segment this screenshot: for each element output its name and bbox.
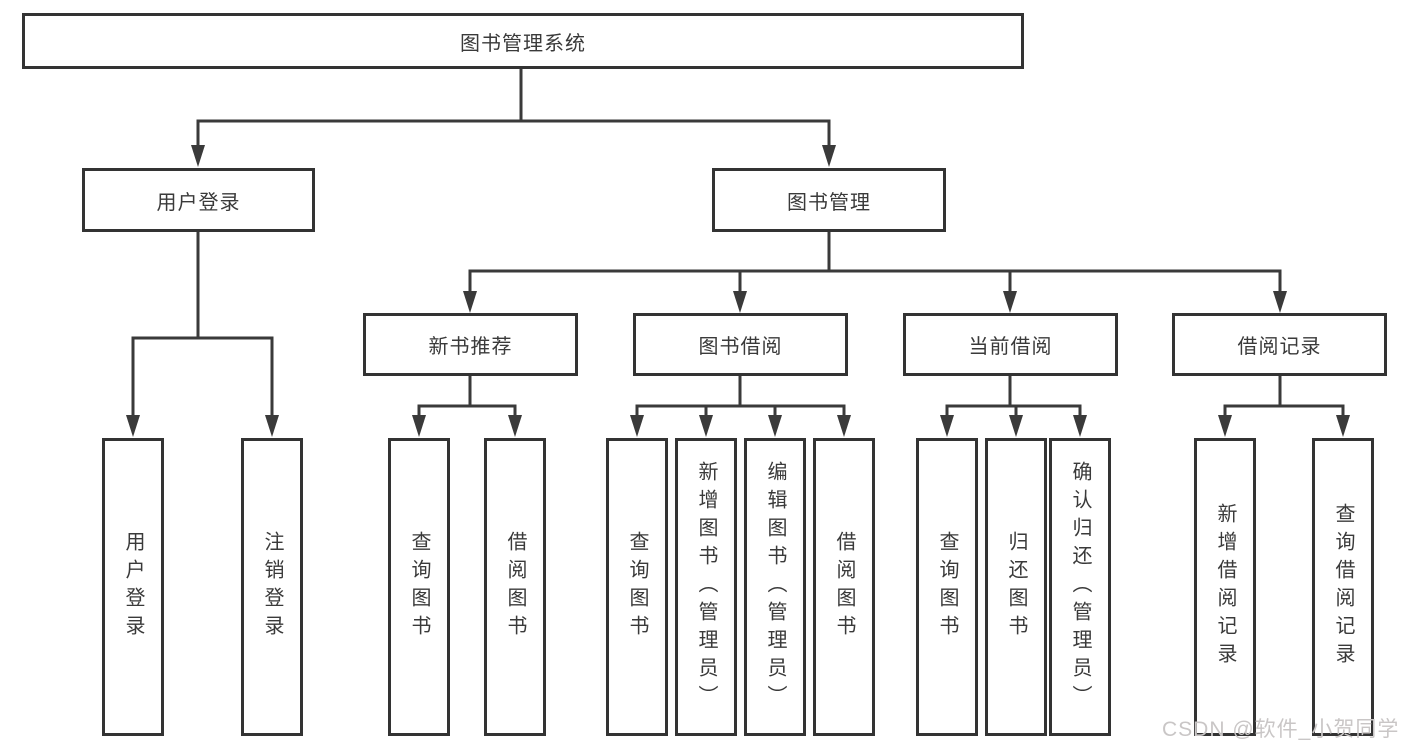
- leaf-edit-books-admin: 编辑图书（管理员）: [744, 438, 806, 736]
- leaf-add-books-admin: 新增图书（管理员）: [675, 438, 737, 736]
- leaf-borrow-books-2: 借阅图书: [813, 438, 875, 736]
- leaf-user-login: 用户登录: [102, 438, 164, 736]
- leaf-add-borrow-record: 新增借阅记录: [1194, 438, 1256, 736]
- leaf-logout: 注销登录: [241, 438, 303, 736]
- node-library-management-system: 图书管理系统: [22, 13, 1024, 69]
- leaf-query-borrow-record: 查询借阅记录: [1312, 438, 1374, 736]
- leaf-return-books: 归还图书: [985, 438, 1047, 736]
- node-current-borrowing: 当前借阅: [903, 313, 1118, 376]
- node-user-login: 用户登录: [82, 168, 315, 232]
- node-borrowing-records: 借阅记录: [1172, 313, 1387, 376]
- node-book-borrowing: 图书借阅: [633, 313, 848, 376]
- leaf-borrow-books-1: 借阅图书: [484, 438, 546, 736]
- watermark: CSDN @软件_小贺同学: [1162, 718, 1400, 741]
- leaf-query-books-1: 查询图书: [388, 438, 450, 736]
- leaf-query-books-3: 查询图书: [916, 438, 978, 736]
- leaf-query-books-2: 查询图书: [606, 438, 668, 736]
- node-book-management: 图书管理: [712, 168, 946, 232]
- node-new-book-recommend: 新书推荐: [363, 313, 578, 376]
- leaf-confirm-return-admin: 确认归还（管理员）: [1049, 438, 1111, 736]
